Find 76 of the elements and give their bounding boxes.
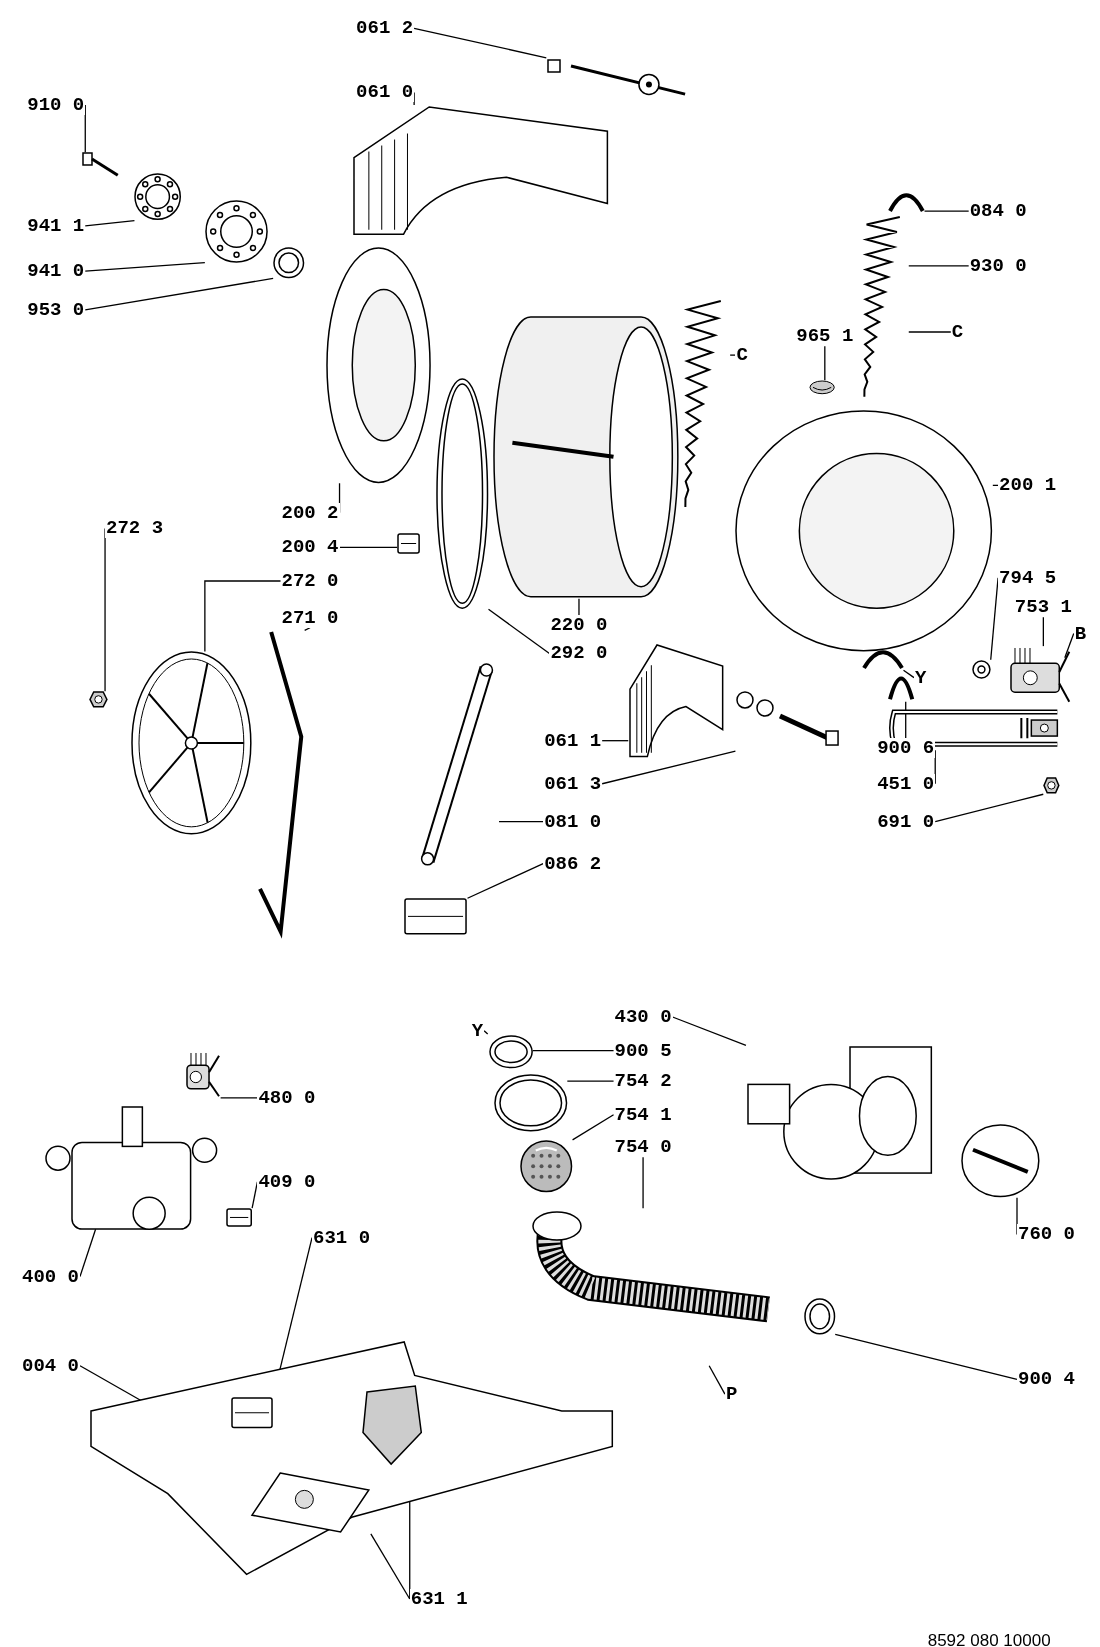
seal-ring-drawing [493,1073,568,1132]
leader-line [601,750,737,785]
counterweight-drawing [351,105,610,237]
leader-line [923,210,970,212]
leader-line [934,793,1044,823]
leader-line [729,354,737,356]
leader-line [487,608,551,655]
leader-line [824,345,826,381]
nut-drawing [1043,777,1061,795]
clamp-drawing [887,674,914,702]
leader-line [908,265,970,267]
tub-half-drawing [325,246,431,484]
grommet-drawing [971,659,991,679]
leader-line [642,1156,644,1209]
clip-drawing [397,532,421,554]
gasket-drawing [436,378,489,610]
leader-line [413,91,415,106]
clip-drawing [225,1208,253,1228]
leader-line [902,669,915,679]
clamp-ring-drawing [488,1034,533,1069]
leader-line [338,546,398,548]
pulley-drawing [131,651,253,836]
leader-line [251,1181,259,1209]
leader-line [708,1365,726,1395]
plug-drawing [808,380,836,395]
clip-drawing [231,1397,274,1429]
leader-line [992,484,999,487]
clip-drawing [887,192,925,214]
leader-line [908,331,952,333]
callout-number: 900 6 [876,738,936,759]
leader-line [84,262,206,272]
leader-line [104,527,106,692]
leader-line [990,577,999,661]
filter-drawing [961,1124,1041,1198]
leader-line [84,277,274,311]
belt-drawing [257,630,305,936]
leader-line [304,627,311,631]
drum-drawing [493,315,678,599]
leader-line [1042,616,1044,647]
bearing-drawing [204,199,268,263]
bearing-drawing [134,173,182,221]
leader-line [671,1016,747,1046]
leader-line [466,862,544,899]
callout-number: 061 0 [355,82,415,103]
clip-drawing [861,649,904,671]
leader-line [413,27,547,59]
leader-line [483,1030,490,1036]
leader-line [571,1114,615,1141]
tub-half-drawing [735,409,993,652]
drawing-number: 8592 080 10000 [927,1630,1051,1647]
plate-drawing [250,1470,371,1534]
seal-drawing [273,246,305,279]
leader-line [566,1080,615,1082]
clamp-drawing [803,1297,836,1335]
nut-drawing [89,691,109,709]
base-frame-drawing [89,1339,615,1576]
leader-line [79,1228,97,1278]
leader-line [601,740,629,742]
counterweight-drawing [628,642,725,759]
leader-line [498,820,544,823]
callout-number: 272 3 [105,518,165,539]
leader-line [1016,1197,1018,1236]
leader-line [905,701,907,739]
leader-line [204,580,282,653]
leader-line [532,1049,615,1052]
leader-line [84,104,86,153]
leader-line [934,749,936,785]
callout-number: 910 0 [26,95,86,116]
bolt-drawing [81,152,119,179]
leader-line [1064,632,1075,659]
leader-line [84,219,136,227]
leader-line [219,1097,259,1099]
clip-drawing [404,898,468,936]
leader-line [834,1333,1018,1381]
ball-drawing [520,1139,573,1193]
leader-line [578,598,580,616]
